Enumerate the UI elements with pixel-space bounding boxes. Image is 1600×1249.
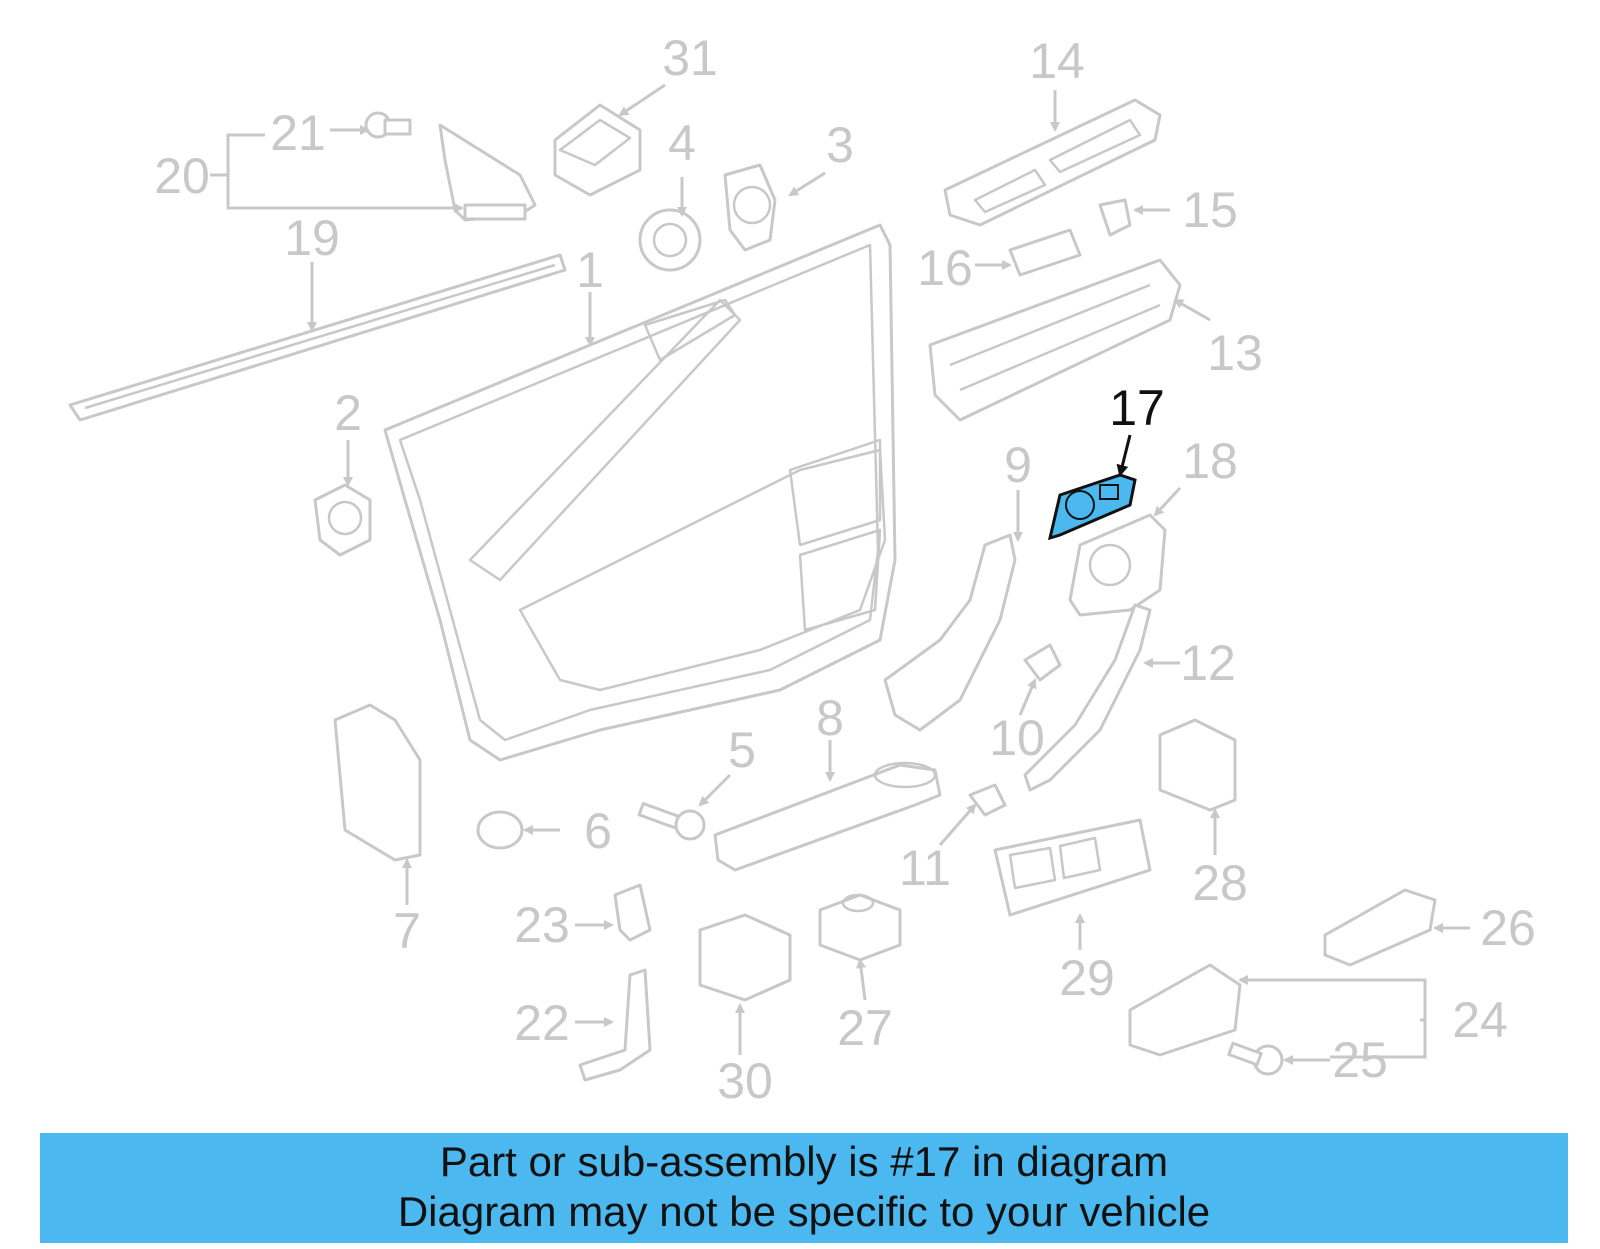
label-21: 21 [270,105,326,161]
label-1: 1 [576,242,604,298]
part-19-belt-molding [68,253,567,422]
part-15-clip [1098,198,1132,237]
part-13-armrest-bracket [928,258,1182,422]
part-30-switch [698,913,792,1002]
leaders [210,83,1470,1065]
part-1-door-panel [383,223,897,762]
label-29: 29 [1059,950,1115,1006]
part-12-trim-strip [1023,603,1152,792]
label-12: 12 [1180,635,1236,691]
part-28-switch [1158,718,1237,812]
part-7-bracket [333,703,422,862]
part-3-tweeter [723,163,777,252]
label-4: 4 [668,115,696,171]
info-banner: Part or sub-assembly is #17 in diagram D… [40,1133,1568,1243]
part-17-switch-bezel-highlighted [1047,473,1137,541]
part-16-clip [1008,228,1082,277]
part-21-screw [364,111,412,139]
label-13: 13 [1207,325,1263,381]
label-30: 30 [717,1053,773,1109]
part-25-screw [1227,1041,1284,1076]
label-17-highlighted: 17 [1109,380,1165,436]
label-5: 5 [728,722,756,778]
label-23: 23 [514,897,570,953]
label-16: 16 [917,240,973,296]
banner-line-disclaimer: Diagram may not be specific to your vehi… [397,1188,1211,1235]
part-5-bolt [637,802,706,841]
label-2: 2 [334,385,362,441]
part-22-sensor [578,968,652,1082]
part-26-handle [1323,888,1437,967]
label-14: 14 [1029,33,1085,89]
label-18: 18 [1182,433,1238,489]
label-3: 3 [826,117,854,173]
label-19: 19 [284,210,340,266]
label-11: 11 [899,840,951,896]
label-28: 28 [1192,855,1248,911]
part-labels: 31 4 3 14 15 16 13 17 18 9 12 10 11 8 5 … [154,30,1536,1109]
label-10: 10 [989,710,1045,766]
label-9: 9 [1004,437,1032,493]
label-31: 31 [662,30,718,86]
part-6-push-pin [476,810,524,850]
part-2-tweeter [313,483,372,557]
label-20: 20 [154,148,210,204]
label-26: 26 [1480,900,1536,956]
part-29-window-switch [993,818,1152,917]
label-15: 15 [1182,182,1238,238]
label-25: 25 [1332,1032,1388,1088]
part-20-mirror-cover [438,123,537,222]
parts-diagram: 31 4 3 14 15 16 13 17 18 9 12 10 11 8 5 … [68,30,1536,1109]
part-31-switch [553,103,642,197]
label-22: 22 [514,995,570,1051]
part-10-clip [1023,643,1062,682]
label-8: 8 [816,690,844,746]
part-23-socket [613,883,652,942]
part-14-switch-bezel [943,98,1162,227]
label-24: 24 [1452,992,1508,1048]
part-9-handle-trim [883,533,1017,732]
part-11-clip [968,783,1007,817]
label-6: 6 [584,803,612,859]
label-27: 27 [837,1000,893,1056]
banner-line-part: Part or sub-assembly is #17 in diagram [439,1138,1169,1185]
part-4-speaker [638,208,702,272]
part-24-handle [1128,963,1242,1057]
label-7: 7 [393,903,421,959]
part-8-pull-handle [713,761,942,872]
part-27-knob-switch [818,893,902,962]
part-18-bezel [1068,513,1167,617]
